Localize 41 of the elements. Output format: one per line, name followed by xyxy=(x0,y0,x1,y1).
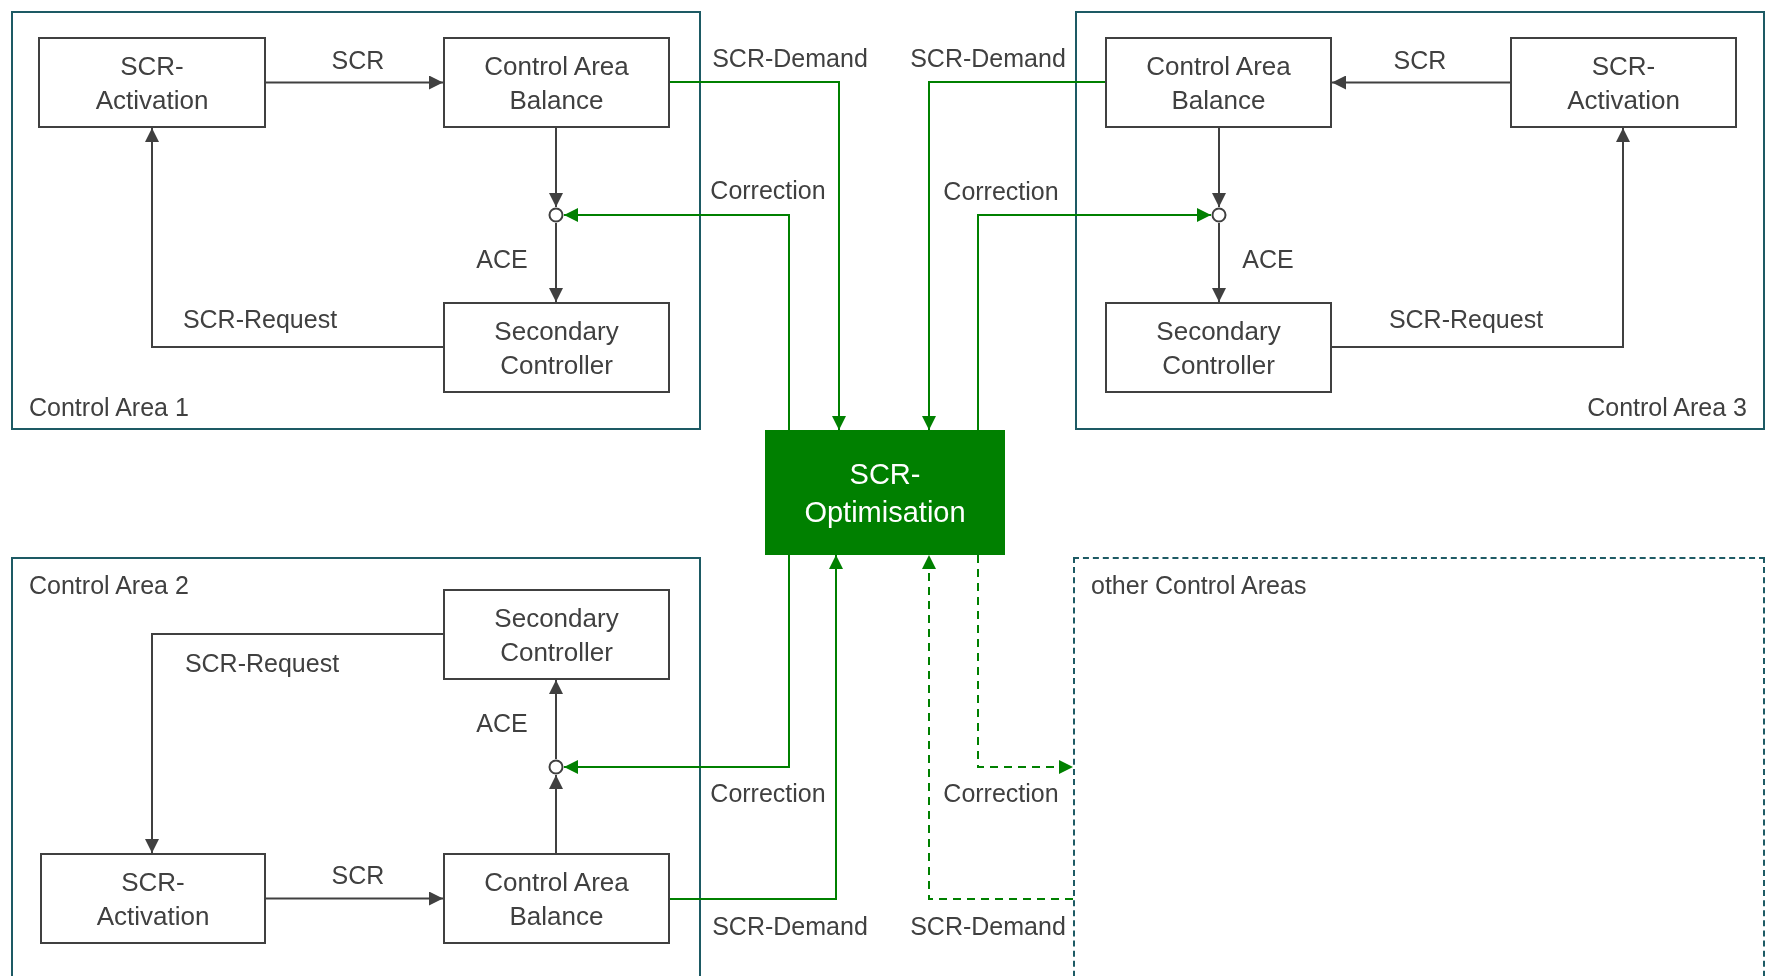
summing-junction xyxy=(1211,207,1227,223)
arrow xyxy=(1212,127,1226,208)
arrow xyxy=(549,222,563,303)
arrow xyxy=(563,554,790,774)
summing-junction xyxy=(548,207,564,223)
area-title: other Control Areas xyxy=(1091,571,1307,600)
arrow xyxy=(977,208,1212,431)
process-box: Secondary Controller xyxy=(443,302,670,393)
area-frame xyxy=(11,11,701,430)
area-frame xyxy=(11,557,701,976)
arrow xyxy=(922,554,1074,900)
process-box: Secondary Controller xyxy=(1105,302,1332,393)
process-box: Secondary Controller xyxy=(443,589,670,680)
area-frame xyxy=(1075,11,1765,430)
optimisation-box: SCR- Optimisation xyxy=(765,430,1005,555)
arrow xyxy=(922,81,1106,431)
arrow xyxy=(549,127,563,208)
summing-junction xyxy=(548,759,564,775)
process-box: SCR- Activation xyxy=(40,853,266,944)
process-box: Control Area Balance xyxy=(443,853,670,944)
arrow xyxy=(1331,127,1630,348)
arrow xyxy=(669,81,846,431)
arrow xyxy=(1331,75,1511,90)
arrow xyxy=(669,554,843,900)
process-box: SCR- Activation xyxy=(1510,37,1737,128)
arrow xyxy=(145,127,444,348)
area-title: Control Area 1 xyxy=(29,393,189,422)
process-box: Control Area Balance xyxy=(1105,37,1332,128)
arrow xyxy=(265,891,444,906)
arrow xyxy=(563,208,790,431)
arrow xyxy=(549,774,563,854)
arrow xyxy=(1212,222,1226,303)
arrow xyxy=(977,554,1074,774)
process-box: SCR- Activation xyxy=(38,37,266,128)
arrow xyxy=(549,679,563,760)
process-box: Control Area Balance xyxy=(443,37,670,128)
area-frame xyxy=(1073,557,1765,976)
area-title: Control Area 2 xyxy=(29,571,189,600)
arrow xyxy=(145,633,444,854)
area-title: Control Area 3 xyxy=(1587,393,1747,422)
arrow xyxy=(265,75,444,90)
